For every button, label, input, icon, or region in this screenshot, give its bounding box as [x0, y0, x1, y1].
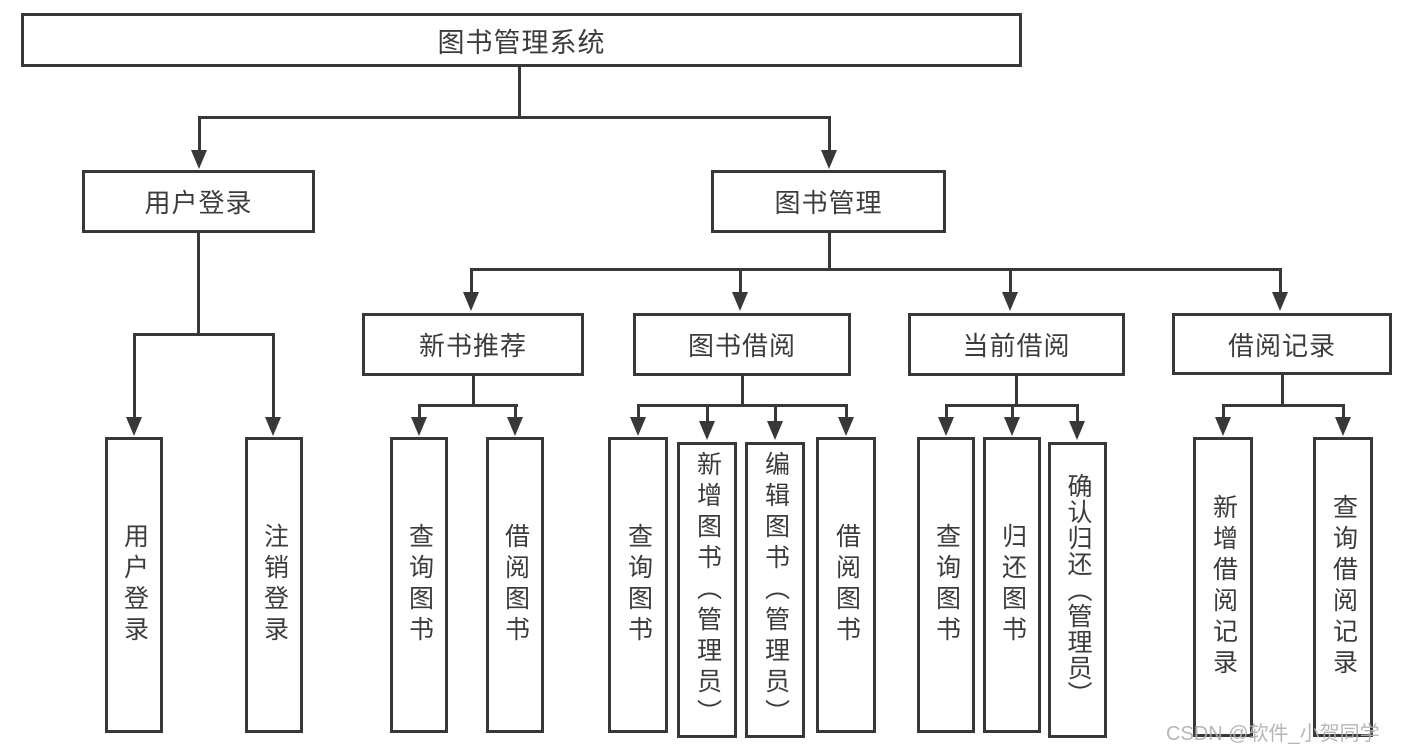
- connector-line: [418, 404, 518, 407]
- connector-line: [739, 268, 742, 294]
- connector-line: [197, 233, 200, 335]
- connector-line: [1342, 404, 1345, 419]
- leaf-label: 查询借阅记录: [1329, 494, 1358, 680]
- arrow-down-icon: [1069, 421, 1085, 440]
- arrow-down-icon: [838, 417, 854, 436]
- connector-line: [637, 404, 640, 419]
- connector-line: [514, 404, 517, 419]
- leaf-current-return-book: 归还图书: [983, 437, 1041, 733]
- node-root: 图书管理系统: [21, 13, 1022, 67]
- leaf-label: 注销登录: [260, 523, 289, 647]
- node-label: 用户登录: [144, 188, 253, 218]
- connector-line: [133, 333, 136, 419]
- arrow-down-icon: [507, 417, 523, 436]
- leaf-current-confirm-return-admin: 确认归还（管理员）: [1048, 442, 1107, 738]
- connector-line: [945, 404, 948, 419]
- node-label: 新书推荐: [418, 331, 527, 361]
- arrow-down-icon: [265, 417, 281, 436]
- node-label: 图书借阅: [687, 331, 796, 361]
- connector-line: [828, 233, 831, 271]
- leaf-label: 查询图书: [624, 523, 653, 647]
- node-book-borrow: 图书借阅: [633, 313, 851, 376]
- leaf-label: 借阅图书: [832, 523, 861, 647]
- leaf-label: 新增图书（管理员）: [693, 450, 722, 730]
- arrow-down-icon: [1272, 292, 1288, 311]
- arrow-down-icon: [821, 150, 837, 169]
- leaf-recommend-borrow-books: 借阅图书: [486, 437, 544, 733]
- leaf-label: 查询图书: [932, 523, 961, 647]
- leaf-label: 编辑图书（管理员）: [761, 450, 790, 730]
- arrow-down-icon: [630, 417, 646, 436]
- node-label: 当前借阅: [962, 331, 1071, 361]
- connector-line: [774, 404, 777, 421]
- arrow-down-icon: [126, 417, 142, 436]
- arrow-down-icon: [463, 292, 479, 311]
- arrow-down-icon: [938, 417, 954, 436]
- arrow-down-icon: [1335, 417, 1351, 436]
- connector-line: [518, 67, 521, 118]
- connector-line: [1076, 404, 1079, 421]
- leaf-borrow-add-book-admin: 新增图书（管理员）: [677, 442, 737, 738]
- leaf-label: 用户登录: [120, 523, 149, 647]
- connector-line: [1222, 404, 1225, 419]
- node-book-management: 图书管理: [711, 170, 946, 233]
- leaf-borrow-borrow-books: 借阅图书: [816, 437, 876, 733]
- node-label: 图书管理系统: [437, 27, 606, 58]
- leaf-records-query-borrow-record: 查询借阅记录: [1313, 437, 1373, 737]
- arrow-down-icon: [1215, 417, 1231, 436]
- leaf-label: 新增借阅记录: [1209, 494, 1238, 680]
- leaf-logout-login: 注销登录: [245, 437, 303, 733]
- leaf-records-add-borrow-record: 新增借阅记录: [1193, 437, 1253, 737]
- watermark: CSDN @软件_小贺同学: [1166, 723, 1380, 745]
- leaf-current-query-books: 查询图书: [917, 437, 975, 733]
- leaf-borrow-edit-book-admin: 编辑图书（管理员）: [745, 442, 805, 738]
- arrow-down-icon: [1004, 417, 1020, 436]
- connector-line: [1011, 404, 1014, 419]
- connector-line: [1009, 268, 1012, 294]
- node-new-book-recommend: 新书推荐: [362, 313, 584, 376]
- connector-line: [1222, 404, 1345, 407]
- node-label: 借阅记录: [1227, 330, 1336, 361]
- connector-line: [198, 116, 201, 153]
- node-borrow-records: 借阅记录: [1172, 313, 1392, 375]
- node-current-borrow: 当前借阅: [908, 313, 1125, 376]
- arrow-down-icon: [732, 292, 748, 311]
- connector-line: [637, 404, 848, 407]
- leaf-recommend-query-books: 查询图书: [390, 437, 448, 733]
- node-label: 图书管理: [774, 188, 883, 218]
- connector-line: [1279, 268, 1282, 294]
- connector-line: [472, 375, 475, 407]
- leaf-label: 借阅图书: [501, 523, 530, 647]
- connector-line: [133, 333, 275, 336]
- connector-line: [828, 116, 831, 153]
- arrow-down-icon: [191, 150, 207, 169]
- arrow-down-icon: [699, 421, 715, 440]
- leaf-borrow-query-books: 查询图书: [608, 437, 668, 733]
- connector-line: [706, 404, 709, 421]
- connector-line: [470, 268, 1282, 271]
- node-user-login: 用户登录: [82, 170, 315, 233]
- leaf-label: 查询图书: [405, 523, 434, 647]
- connector-line: [845, 404, 848, 419]
- arrow-down-icon: [411, 417, 427, 436]
- connector-line: [741, 375, 744, 406]
- connector-line: [1015, 375, 1018, 406]
- leaf-label: 归还图书: [998, 523, 1027, 647]
- connector-line: [272, 333, 275, 419]
- connector-line: [470, 268, 473, 294]
- leaf-label: 确认归还（管理员）: [1064, 473, 1092, 707]
- connector-line: [198, 116, 830, 119]
- connector-line: [418, 404, 421, 419]
- connector-line: [1281, 374, 1284, 406]
- arrow-down-icon: [1002, 292, 1018, 311]
- arrow-down-icon: [767, 421, 783, 440]
- leaf-user-login: 用户登录: [105, 437, 163, 733]
